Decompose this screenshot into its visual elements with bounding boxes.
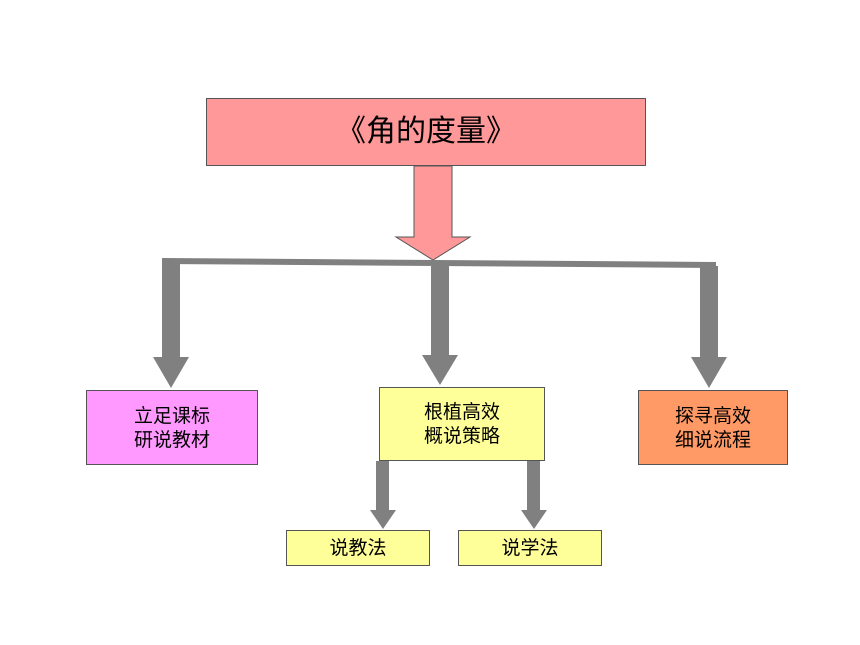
sub-box-label: 说学法 (501, 537, 559, 559)
branch-line-2: 概说策略 (423, 425, 500, 447)
sub-box-teaching-method: 说教法 (286, 530, 430, 566)
title-text: 《角的度量》 (336, 114, 516, 149)
arrow-to-right-branch (691, 266, 727, 388)
branch-line-2: 细说流程 (674, 428, 751, 451)
branch-box-curriculum: 立足课标 研说教材 (86, 390, 258, 465)
branch-box-process: 探寻高效 细说流程 (638, 390, 788, 465)
sub-box-learning-method: 说学法 (458, 530, 602, 566)
branch-line-1: 根植高效 (423, 401, 500, 423)
arrow-to-learning-method (521, 461, 547, 529)
arrow-to-middle-branch (422, 266, 458, 385)
title-box: 《角的度量》 (206, 98, 646, 166)
sub-box-label: 说教法 (329, 537, 387, 559)
branch-line-1: 探寻高效 (674, 404, 751, 427)
arrow-to-left-branch (153, 264, 189, 388)
branch-box-strategy: 根植高效 概说策略 (379, 387, 545, 461)
main-down-arrow (394, 165, 472, 261)
branch-line-1: 立足课标 (133, 404, 210, 427)
branch-line-2: 研说教材 (133, 428, 210, 451)
arrow-to-teaching-method (370, 461, 396, 529)
horizontal-connector-bar (162, 258, 716, 268)
